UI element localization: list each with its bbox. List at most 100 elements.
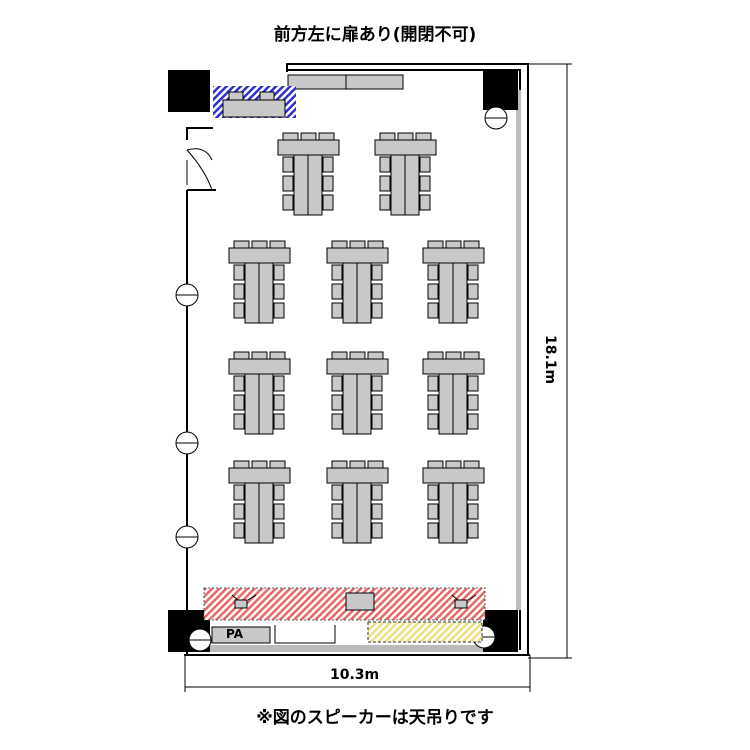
table: [342, 262, 358, 324]
table-group: [422, 240, 485, 324]
door-icon: [186, 148, 213, 191]
walls: [184, 63, 530, 656]
chair: [233, 375, 245, 392]
chair: [331, 484, 343, 501]
table: [326, 467, 389, 484]
table: [438, 373, 454, 435]
page-title: 前方左に扉あり(開閉不可): [273, 25, 477, 45]
chair: [322, 156, 334, 173]
chair: [371, 503, 383, 520]
chair: [331, 375, 343, 392]
chair: [427, 503, 439, 520]
stage-area: [203, 587, 486, 621]
table: [452, 373, 468, 435]
chair: [427, 283, 439, 300]
screen: [345, 592, 375, 611]
chair: [233, 522, 245, 539]
chair: [233, 264, 245, 281]
chair: [371, 522, 383, 539]
chair: [282, 175, 294, 192]
table: [228, 247, 291, 264]
chair: [427, 264, 439, 281]
table: [342, 482, 358, 544]
chair: [379, 156, 391, 173]
table: [228, 467, 291, 484]
chair: [273, 302, 285, 319]
chair: [467, 302, 479, 319]
table-group: [422, 351, 485, 435]
chair: [371, 283, 383, 300]
table: [452, 482, 468, 544]
table-group: [374, 132, 437, 216]
chair: [322, 194, 334, 211]
chair: [427, 522, 439, 539]
chair: [331, 264, 343, 281]
table-group: [228, 351, 291, 435]
chair: [273, 484, 285, 501]
chair: [233, 484, 245, 501]
chair: [371, 484, 383, 501]
chair: [371, 375, 383, 392]
table: [422, 467, 485, 484]
chair: [379, 175, 391, 192]
chair: [273, 375, 285, 392]
chair: [467, 503, 479, 520]
table-group: [326, 460, 389, 544]
chair: [371, 302, 383, 319]
table: [390, 154, 406, 216]
chair: [331, 503, 343, 520]
chair: [427, 394, 439, 411]
chair: [371, 394, 383, 411]
table: [258, 262, 274, 324]
chair: [331, 283, 343, 300]
chair: [419, 156, 431, 173]
chair: [273, 522, 285, 539]
chair: [233, 283, 245, 300]
table: [244, 373, 260, 435]
speaker-icon: [231, 594, 257, 609]
table: [438, 482, 454, 544]
table: [228, 358, 291, 375]
table-group: [326, 351, 389, 435]
chair: [233, 413, 245, 430]
table: [244, 482, 260, 544]
chair: [331, 522, 343, 539]
width-dimension: 10.3m: [330, 667, 380, 683]
chair: [273, 394, 285, 411]
chair: [282, 156, 294, 173]
chair: [331, 394, 343, 411]
table: [326, 247, 389, 264]
table: [258, 373, 274, 435]
speaker-icon: [451, 594, 477, 609]
front-area: [367, 621, 483, 643]
table: [258, 482, 274, 544]
chair: [467, 264, 479, 281]
table: [422, 358, 485, 375]
table-group: [228, 240, 291, 324]
chair: [273, 283, 285, 300]
chair: [419, 194, 431, 211]
table: [293, 154, 309, 216]
chair: [427, 413, 439, 430]
chair: [427, 484, 439, 501]
table: [404, 154, 420, 216]
chair: [331, 302, 343, 319]
chair: [467, 375, 479, 392]
chair: [371, 264, 383, 281]
chair: [379, 194, 391, 211]
pa-label: PA: [226, 627, 243, 641]
chair: [233, 302, 245, 319]
chair: [467, 413, 479, 430]
chair: [467, 283, 479, 300]
table: [277, 139, 340, 156]
reception-table: [222, 99, 286, 118]
chair: [467, 522, 479, 539]
table-group: [277, 132, 340, 216]
chair: [273, 503, 285, 520]
chair: [282, 194, 294, 211]
table: [356, 262, 372, 324]
table: [356, 482, 372, 544]
table: [307, 154, 323, 216]
table: [326, 358, 389, 375]
